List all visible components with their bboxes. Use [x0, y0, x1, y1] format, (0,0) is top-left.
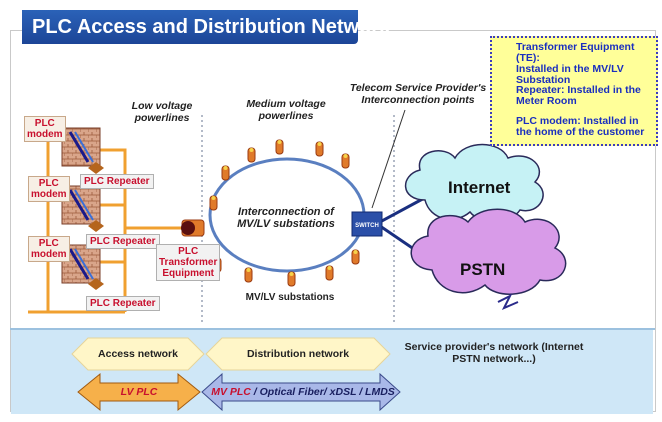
plc-repeater-label: PLC Repeater	[86, 234, 160, 249]
plc-repeater-label: PLC Repeater	[80, 174, 154, 189]
internet-label: Internet	[448, 178, 511, 197]
mv-plc-label: MV PLC / Optical Fiber/ xDSL / LMDS	[208, 386, 398, 398]
title-bar	[22, 10, 358, 44]
building-2	[61, 185, 101, 225]
legend-item-plc-modem: PLC modem: Installed in the home of the …	[516, 115, 645, 138]
page-title: PLC Access and Distribution Network	[32, 16, 391, 38]
substations-label: MV/LV substations	[245, 292, 335, 303]
low-voltage-lines	[28, 140, 185, 314]
legend-item-repeater: Repeater: Installed in the Meter Room	[516, 84, 641, 107]
internet-cloud	[404, 143, 544, 223]
repeater-icon	[88, 162, 104, 174]
legend-box	[490, 36, 658, 146]
access-network-label: Access network	[98, 348, 178, 360]
repeater-icon	[88, 220, 104, 232]
lv-plc-arrow	[77, 372, 201, 412]
pstn-cloud	[410, 208, 567, 295]
distribution-network-arrow	[205, 337, 391, 371]
pstn-link	[497, 293, 519, 310]
mv-plc-text: MV PLC	[211, 386, 251, 398]
mv-transport-text: / Optical Fiber/ xDSL / LMDS	[250, 386, 395, 398]
lv-plc-label: LV PLC	[120, 386, 158, 398]
pstn-label: PSTN	[460, 260, 506, 279]
plc-repeater-label: PLC Repeater	[86, 296, 160, 311]
mv-plc-arrow	[201, 372, 401, 412]
repeater-icon	[88, 278, 104, 290]
switch-box	[351, 211, 383, 237]
access-network-arrow	[71, 337, 205, 371]
distribution-network-label: Distribution network	[246, 348, 350, 360]
legend-item-transformer: Transformer Equipment (TE): Installed in…	[516, 41, 635, 86]
transformer-icon	[181, 219, 205, 237]
building-1	[61, 127, 101, 167]
telecom-pointer	[371, 109, 406, 209]
switch-label: SWITCH	[355, 223, 379, 229]
substation-markers	[209, 139, 360, 287]
separator-line	[10, 328, 655, 330]
